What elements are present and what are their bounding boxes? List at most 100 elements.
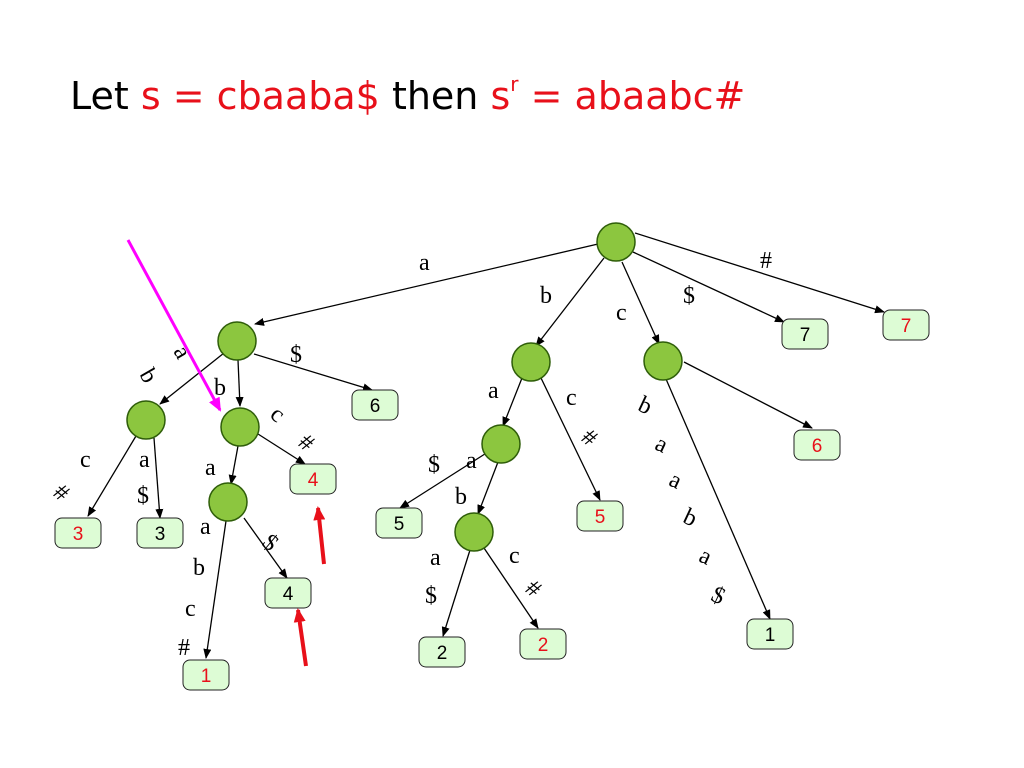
leaf-4b: 4 — [264, 577, 312, 609]
leaf-label: 2 — [538, 635, 549, 656]
edge-label: a — [466, 448, 477, 474]
edge-B-to-leaf-3b — [153, 437, 164, 519]
leaf-label: 2 — [437, 643, 448, 664]
title-sr: sr = abaabc# — [490, 72, 746, 118]
node-c — [643, 341, 683, 381]
edge-H-to-leaf-5a — [399, 451, 489, 509]
edge-label: a — [205, 455, 216, 481]
edge-label: a — [488, 378, 499, 404]
edge-label: c — [80, 447, 91, 473]
leaf-3a: 3 — [54, 517, 102, 549]
edge-label: a — [139, 447, 150, 473]
edge-label: c — [616, 300, 627, 326]
edge-root-to-leaf-7a — [632, 251, 785, 323]
node-bab — [454, 512, 494, 552]
highlight-arrow-magenta — [126, 239, 222, 412]
leaf-4a: 4 — [289, 463, 337, 495]
edge-I-to-leaf-2a — [441, 549, 471, 637]
title-s-equation: s = cbaaba$ — [140, 74, 380, 118]
edge-D-to-leaf-4b — [243, 517, 288, 579]
edge-G-to-H — [502, 377, 523, 427]
edge-A-to-B — [159, 352, 225, 405]
leaf-label: 6 — [812, 436, 823, 457]
edge-label: b — [214, 375, 226, 401]
edge-root-to-leaf-7b — [634, 232, 885, 314]
leaf-3b: 3 — [136, 517, 184, 549]
edge-I-to-leaf-2b — [483, 547, 539, 629]
node-aba — [208, 482, 248, 522]
leaf-6a: 6 — [351, 389, 399, 421]
edge-J-to-leaf-1b — [665, 378, 771, 620]
edge-label: c — [265, 401, 290, 428]
edge-label: $ — [290, 342, 302, 368]
highlight-arrow-red-1 — [313, 506, 326, 565]
leaf-label: 3 — [155, 524, 166, 545]
leaf-label: 7 — [800, 325, 811, 346]
edge-label: # — [520, 575, 546, 603]
edge-label: $ — [707, 582, 729, 611]
title-let: Let — [70, 74, 129, 118]
edge-label: b — [540, 283, 552, 309]
edge-root-to-A — [254, 243, 599, 326]
edge-label: $ — [428, 452, 440, 478]
edge-label: a — [419, 250, 430, 276]
leaf-5b: 5 — [576, 500, 624, 532]
leaf-label: 1 — [201, 666, 212, 687]
node-a — [217, 321, 257, 361]
slide-title: Let s = cbaaba$ then sr = abaabc# — [70, 72, 745, 118]
edge-label: $ — [257, 529, 283, 557]
edge-label: a — [651, 431, 672, 459]
tree-edges — [87, 232, 885, 659]
title-s-symbol: s — [490, 74, 511, 118]
edge-label: b — [679, 504, 701, 533]
leaf-label: 5 — [394, 514, 405, 535]
leaf-1a: 1 — [182, 659, 230, 691]
node-b — [511, 342, 551, 382]
edge-G-to-leaf-5b — [540, 377, 601, 501]
leaf-label: 7 — [901, 316, 912, 337]
highlight-arrow-red-2 — [293, 608, 308, 667]
edge-C-to-D — [228, 445, 239, 485]
leaf-2a: 2 — [418, 636, 466, 668]
edge-label: a — [200, 514, 211, 540]
edge-label: b — [134, 364, 163, 387]
edge-label: b — [455, 484, 467, 510]
edge-label: $ — [425, 583, 437, 609]
edge-labels: a b c $ # a b $ c # a $ b c # a $ a b c … — [48, 248, 772, 661]
title-r-superscript: r — [510, 72, 519, 96]
edge-label: c — [185, 596, 196, 622]
edge-label: # — [760, 248, 772, 274]
edge-H-to-I — [477, 461, 499, 515]
edge-label: $ — [683, 283, 695, 309]
edge-label: a — [695, 543, 716, 571]
edge-label: a — [430, 545, 441, 571]
edge-J-to-leaf-6b — [683, 361, 813, 429]
leaf-label: 3 — [73, 524, 84, 545]
edge-D-to-leaf-1a — [203, 520, 227, 659]
edge-A-to-C — [235, 359, 244, 407]
leaf-label: 5 — [595, 507, 606, 528]
node-ab — [126, 400, 166, 440]
leaf-label: 4 — [308, 470, 319, 491]
edge-root-to-G — [535, 257, 605, 347]
edge-label: # — [178, 635, 190, 661]
leaf-label: 1 — [765, 625, 776, 646]
edge-label: a — [665, 467, 686, 495]
leaf-6b: 6 — [793, 429, 841, 461]
leaf-7b: 7 — [882, 309, 930, 341]
title-sr-equation: = abaabc# — [530, 74, 746, 118]
edge-label: c — [509, 543, 520, 569]
edge-label: # — [293, 429, 319, 457]
leaf-5a: 5 — [375, 507, 423, 539]
edge-label: b — [193, 555, 205, 581]
node-ba — [481, 424, 521, 464]
node-root — [596, 222, 636, 262]
edge-label: # — [48, 479, 74, 507]
edge-C-to-leaf-4a — [257, 433, 306, 465]
edge-label: # — [576, 424, 602, 452]
leaf-2b: 2 — [519, 628, 567, 660]
node-ab-branch — [220, 407, 260, 447]
edge-label: c — [566, 385, 577, 411]
leaf-label: 6 — [370, 396, 381, 417]
